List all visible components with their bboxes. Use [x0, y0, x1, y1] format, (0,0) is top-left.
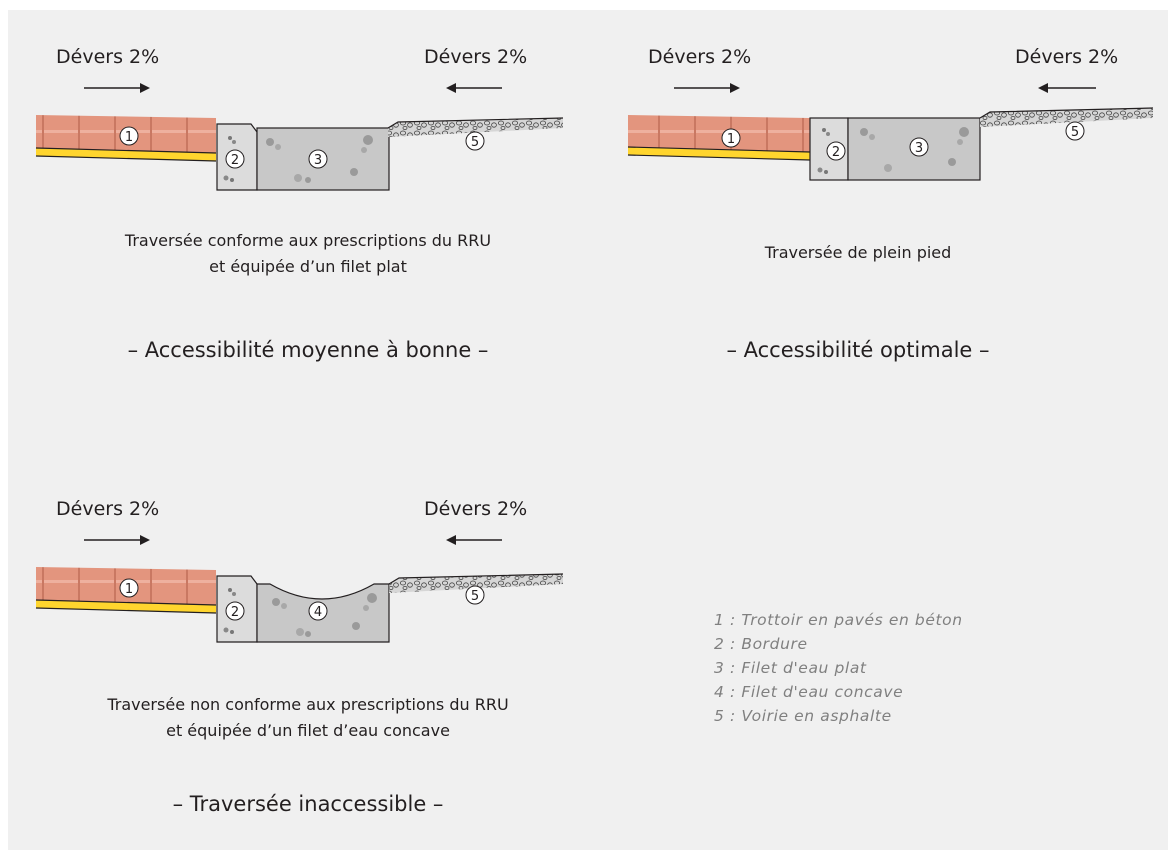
cross-section: 1 2 3 5: [627, 83, 1154, 181]
cross-section: 1 2 4 5: [35, 535, 564, 643]
svg-text:5: 5: [471, 135, 479, 150]
marker-3: 3: [909, 137, 929, 157]
caption: Traversée de plein pied: [628, 240, 1088, 266]
svg-text:1: 1: [125, 582, 133, 597]
asphalt-road: [388, 573, 564, 593]
marker-2: 2: [826, 141, 846, 161]
marker-2: 2: [225, 601, 245, 621]
legend: 1 : Trottoir en pavés en béton 2 : Bordu…: [714, 608, 963, 728]
arrow-right-icon: [84, 83, 150, 93]
marker-5: 5: [1065, 121, 1085, 141]
cross-section: 1 2 3 5: [35, 83, 564, 191]
arrow-left-icon: [1038, 83, 1096, 93]
accessibility-verdict: – Traversée inaccessible –: [172, 792, 444, 816]
sidewalk-pavers: [627, 115, 811, 161]
arrow-left-icon: [446, 83, 502, 93]
asphalt-road: [387, 117, 564, 137]
svg-text:2: 2: [231, 605, 239, 620]
svg-text:4: 4: [314, 605, 322, 620]
marker-1: 1: [721, 128, 741, 148]
asphalt-road: [979, 107, 1154, 127]
svg-text:1: 1: [125, 130, 133, 145]
right-slope-label: Dévers 2%: [424, 498, 528, 520]
right-slope-label: Dévers 2%: [1015, 46, 1119, 68]
legend-item: 2 : Bordure: [714, 635, 808, 653]
svg-text:5: 5: [471, 589, 479, 604]
marker-2: 2: [225, 149, 245, 169]
marker-5: 5: [465, 131, 485, 151]
svg-text:1: 1: [727, 132, 735, 147]
svg-text:3: 3: [314, 153, 322, 168]
figure-panel: Dévers 2% Dévers 2%: [8, 10, 1168, 850]
accessibility-verdict: – Accessibilité moyenne à bonne –: [127, 338, 489, 362]
left-slope-label: Dévers 2%: [648, 46, 752, 68]
caption-line: Traversée non conforme aux prescriptions…: [107, 695, 509, 714]
marker-1: 1: [119, 126, 139, 146]
marker-4: 4: [308, 601, 328, 621]
svg-text:2: 2: [832, 145, 840, 160]
right-slope-label: Dévers 2%: [424, 46, 528, 68]
left-slope-label: Dévers 2%: [56, 498, 160, 520]
arrow-right-icon: [674, 83, 740, 93]
svg-text:2: 2: [231, 153, 239, 168]
caption: Traversée conforme aux prescriptions du …: [28, 228, 588, 280]
marker-1: 1: [119, 578, 139, 598]
svg-text:5: 5: [1071, 125, 1079, 140]
caption-line: Traversée conforme aux prescriptions du …: [124, 231, 492, 250]
marker-3: 3: [308, 149, 328, 169]
arrow-left-icon: [446, 535, 502, 545]
legend-item: 3 : Filet d'eau plat: [714, 659, 867, 677]
caption-line: Traversée de plein pied: [764, 243, 952, 262]
svg-text:3: 3: [915, 141, 923, 156]
legend-item: 1 : Trottoir en pavés en béton: [714, 611, 963, 629]
left-slope-label: Dévers 2%: [56, 46, 160, 68]
accessibility-verdict: – Accessibilité optimale –: [726, 338, 990, 362]
caption: Traversée non conforme aux prescriptions…: [28, 692, 588, 744]
legend-item: 5 : Voirie en asphalte: [714, 707, 892, 725]
arrow-right-icon: [84, 535, 150, 545]
marker-5: 5: [465, 585, 485, 605]
caption-line: et équipée d’un filet d’eau concave: [166, 721, 450, 740]
caption-line: et équipée d’un filet plat: [209, 257, 407, 276]
legend-item: 4 : Filet d'eau concave: [714, 683, 904, 701]
